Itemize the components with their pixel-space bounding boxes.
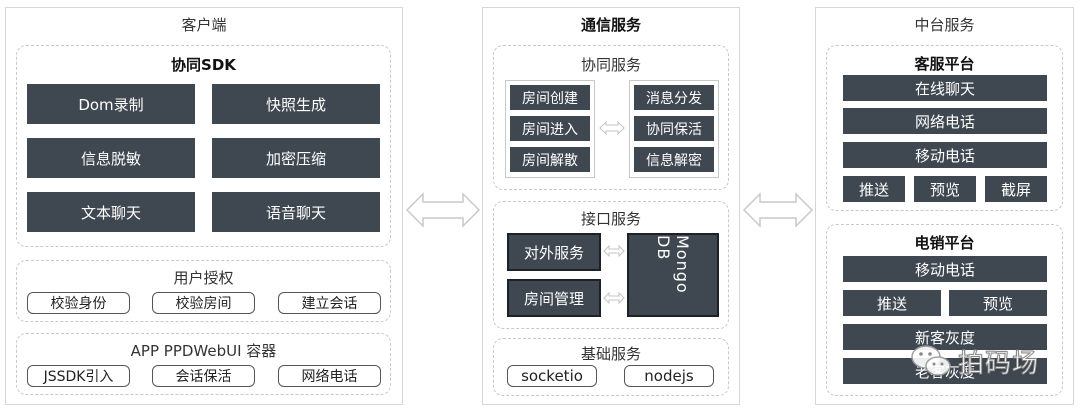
- auth-item-build-session: 建立会话: [278, 292, 381, 314]
- tele-push: 推送: [843, 290, 941, 316]
- auth-box: [16, 260, 391, 322]
- container-title: APP PPDWebUI 容器: [130, 342, 277, 360]
- cs-box: [826, 45, 1063, 211]
- middle-title: 中台服务: [914, 16, 975, 34]
- small-double-arrow-icon: [599, 121, 625, 135]
- collab-msg-dispatch: 消息分发: [634, 85, 714, 110]
- sdk-item-voice-chat: 语音聊天: [212, 192, 380, 232]
- sdk-item-snapshot: 快照生成: [212, 84, 380, 124]
- base-title: 基础服务: [580, 345, 641, 363]
- api-arrow-icon-2: [603, 292, 625, 304]
- api-arrow-icon-1: [603, 245, 625, 257]
- collab-right-group: [629, 80, 719, 178]
- client-title: 客户端: [181, 16, 227, 34]
- auth-title: 用户授权: [173, 269, 234, 287]
- container-item-jssdk: JSSDK引入: [27, 365, 130, 387]
- tele-new-gray: 新客灰度: [843, 324, 1047, 350]
- mongodb-label: Mongo DB: [654, 235, 692, 294]
- sdk-item-desensitize: 信息脱敏: [27, 138, 195, 178]
- collab-box: [493, 45, 729, 190]
- cs-mobile-phone: 移动电话: [843, 142, 1047, 168]
- watermark-text: 拍码场: [957, 348, 1040, 379]
- cs-voip: 网络电话: [843, 108, 1047, 134]
- sdk-title: 协同SDK: [171, 56, 236, 74]
- middle-panel: [815, 7, 1074, 405]
- tele-box: [826, 224, 1063, 396]
- sdk-item-encrypt: 加密压缩: [212, 138, 380, 178]
- cs-screenshot: 截屏: [985, 176, 1047, 202]
- sdk-item-text-chat: 文本聊天: [27, 192, 195, 232]
- auth-item-verify-room: 校验房间: [152, 292, 255, 314]
- auth-item-verify-identity: 校验身份: [27, 292, 130, 314]
- container-item-voip: 网络电话: [278, 365, 381, 387]
- cs-push: 推送: [843, 176, 905, 202]
- comm-title: 通信服务: [580, 16, 641, 34]
- watermark: 拍码场: [910, 339, 1039, 383]
- tele-title: 电销平台: [914, 234, 975, 252]
- base-socketio: socketio: [507, 365, 597, 387]
- client-panel: [5, 7, 403, 405]
- cs-title: 客服平台: [914, 55, 975, 73]
- double-arrow-icon: [405, 190, 481, 230]
- tele-preview: 预览: [949, 290, 1047, 316]
- collab-room-dissolve: 房间解散: [510, 147, 590, 172]
- mongodb-block: Mongo DB: [627, 233, 719, 317]
- sdk-item-dom-record: Dom录制: [27, 84, 195, 124]
- api-room-management: 房间管理: [507, 279, 601, 317]
- base-box: [493, 338, 729, 396]
- base-nodejs: nodejs: [624, 365, 714, 387]
- cs-preview: 预览: [914, 176, 976, 202]
- collab-room-enter: 房间进入: [510, 116, 590, 141]
- container-box: [16, 333, 391, 395]
- cs-online-chat: 在线聊天: [843, 75, 1047, 101]
- tele-mobile-phone: 移动电话: [843, 256, 1047, 282]
- container-item-keepalive: 会话保活: [152, 365, 255, 387]
- collab-left-group: [505, 80, 595, 178]
- double-arrow-icon-2: [742, 190, 814, 230]
- sdk-box: [16, 45, 391, 247]
- collab-keepalive: 协同保活: [634, 116, 714, 141]
- api-title: 接口服务: [580, 210, 641, 228]
- collab-title: 协同服务: [580, 56, 641, 74]
- api-box: [493, 201, 729, 329]
- collab-room-create: 房间创建: [510, 85, 590, 110]
- wechat-icon: [910, 342, 952, 380]
- comm-panel: [482, 7, 740, 405]
- api-external-service: 对外服务: [507, 233, 601, 271]
- collab-decrypt: 信息解密: [634, 147, 714, 172]
